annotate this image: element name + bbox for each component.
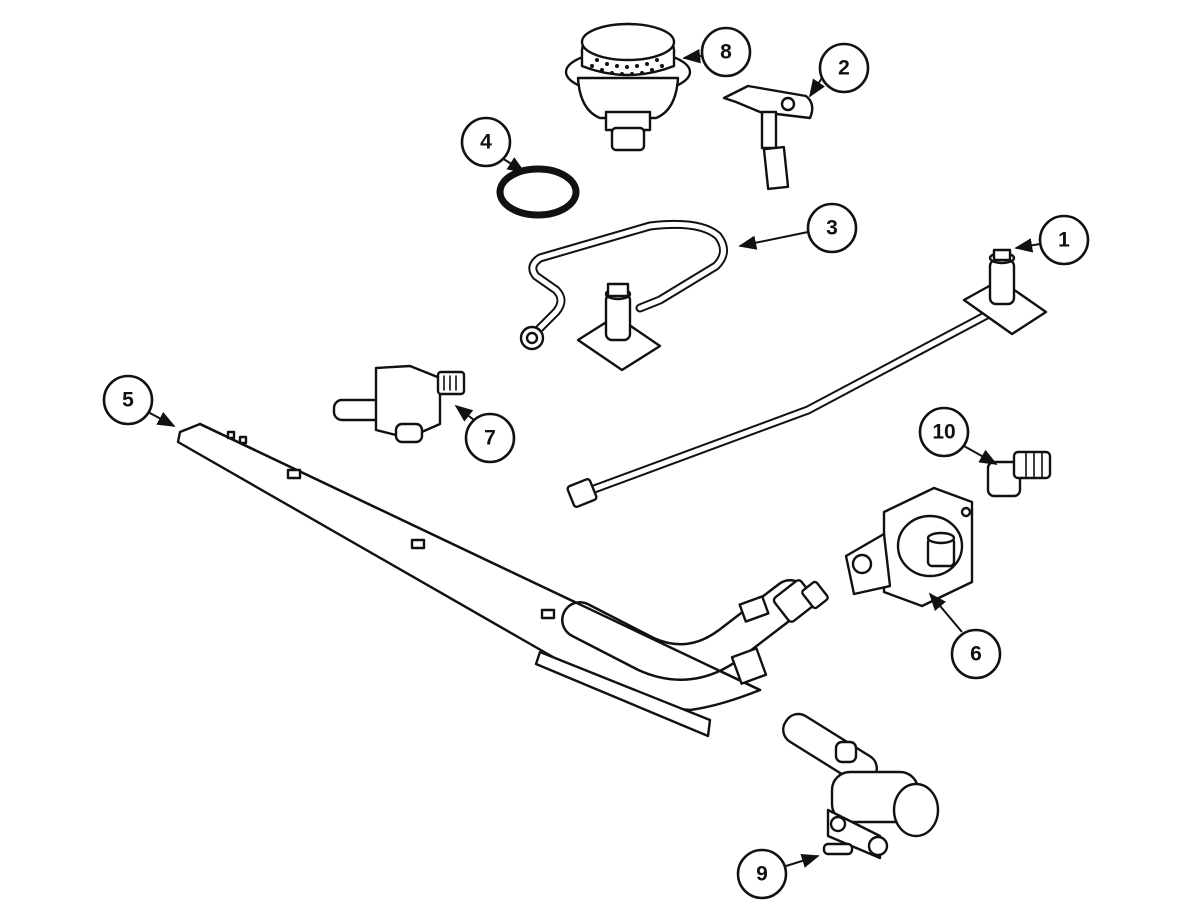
callout-3: 3: [738, 202, 858, 254]
callout-2-label: 2: [838, 57, 850, 80]
callout-6: 6: [928, 592, 1002, 680]
callout-10-label: 10: [932, 421, 955, 444]
callout-9: 9: [736, 848, 820, 900]
callout-4-label: 4: [480, 131, 492, 154]
callout-9-label: 9: [756, 863, 768, 886]
part-valve: [332, 364, 466, 444]
callout-4: 4: [460, 116, 526, 173]
callout-7-label: 7: [484, 427, 496, 450]
part-fitting: [986, 450, 1052, 498]
callout-5-label: 5: [122, 389, 134, 412]
callout-8-label: 8: [720, 41, 732, 64]
part-igniter-bracket: [722, 84, 814, 191]
part-regulator: [844, 486, 974, 608]
callout-5: 5: [102, 374, 176, 427]
part-o-ring: [496, 165, 580, 219]
callout-1: 1: [1014, 214, 1090, 266]
part-gas-valve: [782, 712, 940, 860]
callout-8: 8: [682, 26, 752, 78]
callout-6-label: 6: [970, 643, 982, 666]
callout-3-label: 3: [826, 217, 838, 240]
callout-10: 10: [918, 406, 998, 465]
part-burner-tube-long: [566, 248, 1048, 508]
part-manifold-rail: [176, 422, 829, 738]
callout-2: 2: [809, 42, 870, 98]
callout-1-label: 1: [1058, 229, 1070, 252]
part-burner-head: [564, 22, 692, 152]
callout-7: 7: [454, 404, 516, 464]
part-burner-tube-loop: [519, 219, 728, 372]
